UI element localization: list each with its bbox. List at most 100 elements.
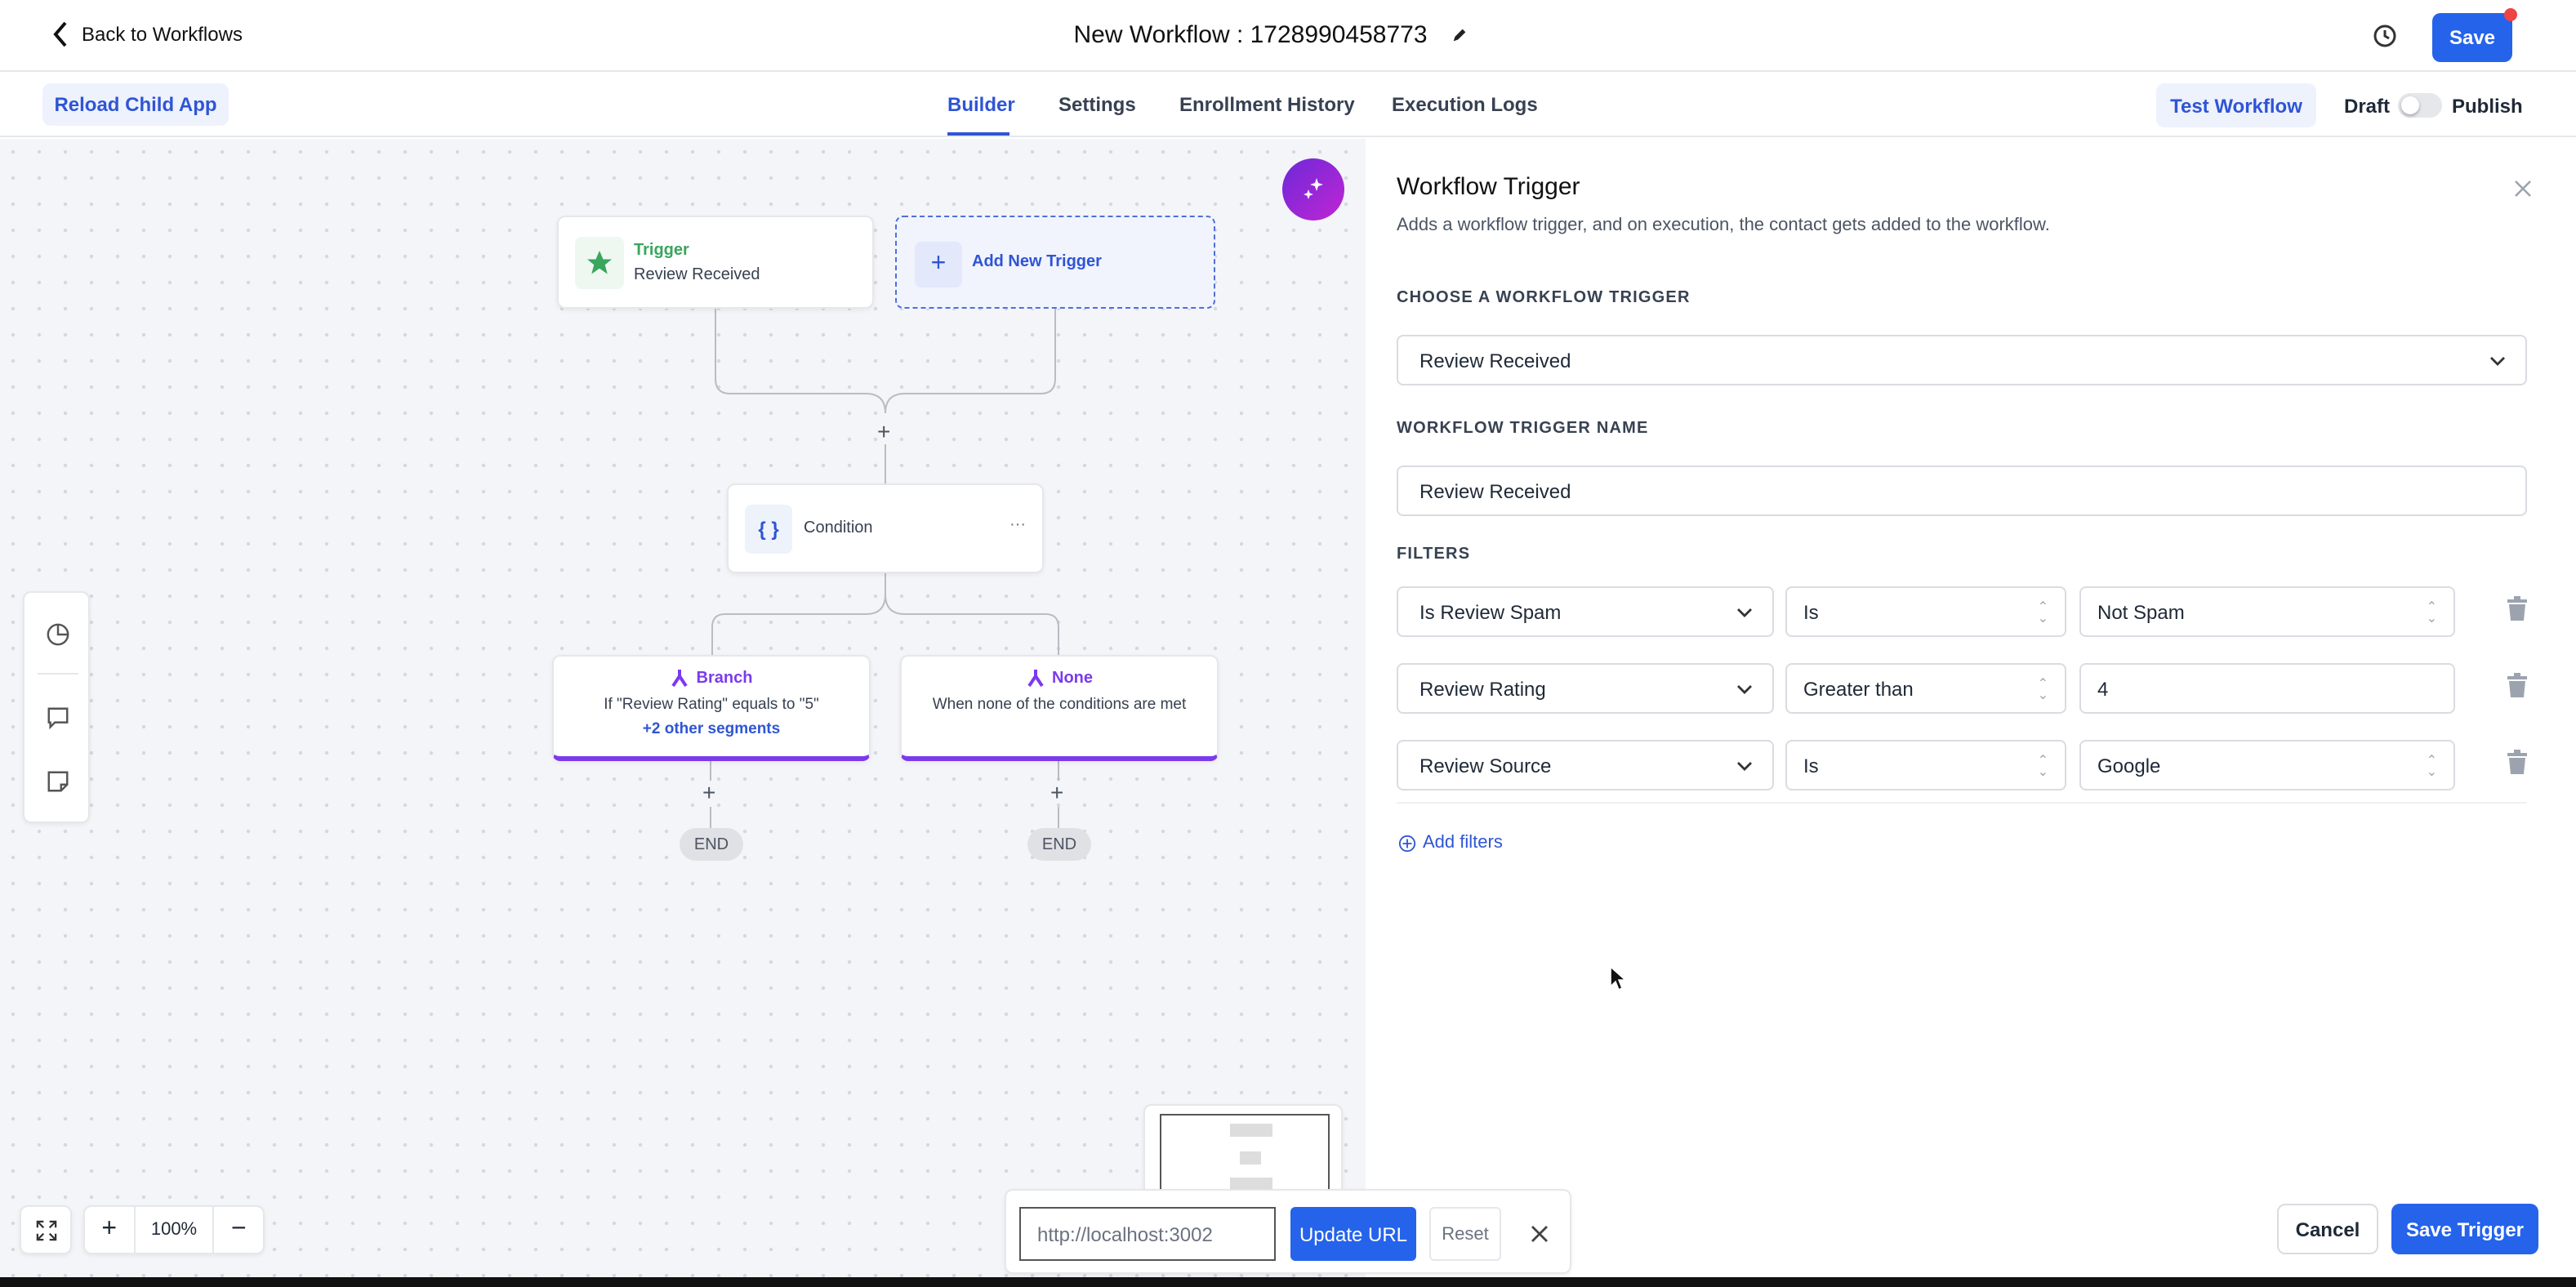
top-bar: Back to Workflows New Workflow : 1728990… bbox=[0, 0, 2576, 72]
dev-url-bar: http://localhost:3002 Update URL Reset bbox=[1005, 1189, 1571, 1274]
mouse-cursor-icon bbox=[1610, 965, 1627, 991]
trigger-node[interactable]: Trigger Review Received bbox=[557, 216, 874, 309]
active-tab-indicator bbox=[947, 132, 1009, 136]
trash-icon[interactable] bbox=[2507, 596, 2527, 621]
save-trigger-label: Save Trigger bbox=[2405, 1218, 2525, 1240]
add-filters-label: Add filters bbox=[1423, 833, 1503, 853]
filter-field-select[interactable]: Is Review Spam bbox=[1397, 586, 1774, 637]
workflow-title: New Workflow : 1728990458773 bbox=[1073, 21, 1428, 49]
end-node: END bbox=[680, 828, 743, 861]
filter-operator-value: Greater than bbox=[1803, 677, 1914, 700]
note-icon[interactable] bbox=[46, 769, 70, 794]
branch-title: Branch bbox=[696, 670, 753, 688]
back-to-workflows-link[interactable]: Back to Workflows bbox=[52, 21, 243, 47]
filter-value-input[interactable]: 4 bbox=[2079, 663, 2455, 714]
add-step-button[interactable]: + bbox=[1050, 779, 1064, 805]
minimap-viewport[interactable] bbox=[1160, 1114, 1330, 1204]
cancel-button[interactable]: Cancel bbox=[2277, 1204, 2378, 1254]
tab-builder[interactable]: Builder bbox=[947, 93, 1015, 116]
trigger-node-title: Trigger bbox=[634, 242, 689, 260]
expand-icon bbox=[35, 1219, 56, 1240]
trash-icon[interactable] bbox=[2507, 750, 2527, 774]
publish-label: Publish bbox=[2452, 95, 2523, 118]
branch-icon bbox=[671, 670, 689, 688]
plus-icon: + bbox=[915, 242, 962, 287]
sub-bar: Reload Child App bbox=[0, 72, 2576, 137]
url-input[interactable]: http://localhost:3002 bbox=[1019, 1207, 1276, 1261]
none-title: None bbox=[1052, 670, 1093, 688]
close-icon[interactable] bbox=[1531, 1225, 1549, 1243]
tab-enrollment-history[interactable]: Enrollment History bbox=[1179, 93, 1355, 116]
draft-label: Draft bbox=[2344, 95, 2391, 118]
add-new-trigger-node[interactable]: + Add New Trigger bbox=[895, 216, 1215, 309]
filter-operator-value: Is bbox=[1803, 600, 1819, 623]
update-url-label: Update URL bbox=[1299, 1222, 1408, 1245]
reload-child-app-button[interactable]: Reload Child App bbox=[42, 83, 229, 126]
panel-description: Adds a workflow trigger, and on executio… bbox=[1397, 216, 2050, 235]
edit-pencil-icon[interactable] bbox=[1451, 26, 1468, 44]
updown-icon: ⌃⌄ bbox=[2426, 752, 2437, 778]
updown-icon: ⌃⌄ bbox=[2037, 752, 2048, 778]
add-step-button[interactable]: + bbox=[702, 779, 716, 805]
filter-value: Not Spam bbox=[2097, 600, 2185, 623]
chevron-down-icon bbox=[2490, 356, 2505, 365]
unsaved-dot bbox=[2504, 8, 2517, 21]
more-options-icon[interactable]: ··· bbox=[1009, 516, 1026, 534]
filters-label: FILTERS bbox=[1397, 546, 1471, 563]
filter-field-value: Review Source bbox=[1419, 754, 1552, 777]
other-segments-link[interactable]: +2 other segments bbox=[642, 720, 781, 738]
reset-button[interactable]: Reset bbox=[1429, 1207, 1501, 1261]
trigger-name-label: WORKFLOW TRIGGER NAME bbox=[1397, 420, 1649, 438]
divider bbox=[1397, 802, 2527, 804]
zoom-level: 100% bbox=[133, 1205, 215, 1254]
filter-operator-select[interactable]: Is ⌃⌄ bbox=[1785, 586, 2066, 637]
history-icon[interactable] bbox=[2372, 23, 2398, 49]
filter-operator-select[interactable]: Greater than⌃⌄ bbox=[1785, 663, 2066, 714]
test-workflow-button[interactable]: Test Workflow bbox=[2156, 83, 2316, 127]
filter-value-select[interactable]: Not Spam⌃⌄ bbox=[2079, 586, 2455, 637]
back-label: Back to Workflows bbox=[82, 23, 243, 46]
branch-node[interactable]: Branch If "Review Rating" equals to "5" … bbox=[552, 655, 871, 761]
window-bottom-edge bbox=[0, 1277, 2576, 1287]
filter-value-select[interactable]: Google ⌃⌄ bbox=[2079, 740, 2455, 790]
chevron-left-icon bbox=[53, 21, 67, 47]
trash-icon[interactable] bbox=[2507, 673, 2527, 697]
choose-trigger-label: CHOOSE A WORKFLOW TRIGGER bbox=[1397, 289, 1691, 307]
filter-operator-select[interactable]: Is⌃⌄ bbox=[1785, 740, 2066, 790]
stats-pie-icon[interactable] bbox=[46, 622, 70, 647]
tab-execution-logs[interactable]: Execution Logs bbox=[1392, 93, 1538, 116]
ai-assistant-button[interactable] bbox=[1282, 158, 1344, 220]
braces-icon: { } bbox=[745, 505, 792, 554]
fit-view-button[interactable] bbox=[20, 1205, 72, 1254]
minimap[interactable] bbox=[1143, 1104, 1343, 1204]
comment-icon[interactable] bbox=[46, 706, 70, 730]
save-trigger-button[interactable]: Save Trigger bbox=[2391, 1204, 2538, 1254]
publish-toggle[interactable] bbox=[2398, 93, 2442, 118]
branch-icon bbox=[1027, 670, 1044, 688]
chevron-down-icon bbox=[1737, 684, 1752, 693]
divider bbox=[38, 673, 78, 675]
filter-field-select[interactable]: Review Source bbox=[1397, 740, 1774, 790]
zoom-in-button[interactable]: + bbox=[101, 1215, 118, 1243]
filter-value: Google bbox=[2097, 754, 2161, 777]
filter-field-select[interactable]: Review Rating bbox=[1397, 663, 1774, 714]
trigger-name-input[interactable]: Review Received bbox=[1397, 465, 2527, 516]
test-label: Test Workflow bbox=[2170, 94, 2302, 117]
tab-settings[interactable]: Settings bbox=[1058, 93, 1136, 116]
filter-field-value: Is Review Spam bbox=[1419, 600, 1562, 623]
close-panel-icon[interactable] bbox=[2514, 180, 2532, 198]
condition-label: Condition bbox=[804, 519, 873, 537]
add-filters-button[interactable]: Add filters bbox=[1398, 833, 1503, 853]
zoom-out-button[interactable]: − bbox=[230, 1215, 247, 1243]
updown-icon: ⌃⌄ bbox=[2037, 599, 2048, 625]
connectors bbox=[710, 309, 1059, 828]
update-url-button[interactable]: Update URL bbox=[1290, 1207, 1416, 1261]
add-step-button[interactable]: + bbox=[877, 418, 891, 444]
save-button[interactable]: Save bbox=[2432, 13, 2512, 62]
filter-value: 4 bbox=[2097, 677, 2109, 700]
end-node: END bbox=[1027, 828, 1091, 861]
none-branch-node[interactable]: None When none of the conditions are met bbox=[900, 655, 1219, 761]
trigger-select[interactable]: Review Received bbox=[1397, 335, 2527, 385]
chevron-down-icon bbox=[1737, 761, 1752, 770]
condition-node[interactable]: { } Condition ··· bbox=[727, 483, 1044, 573]
